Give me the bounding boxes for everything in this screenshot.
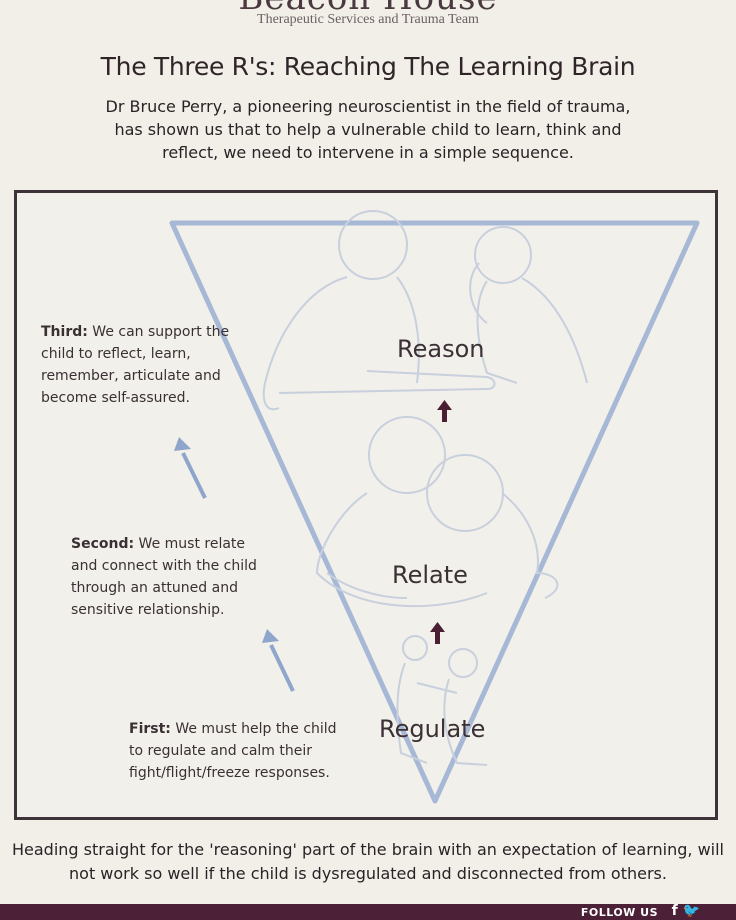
three-rs-diagram bbox=[169, 210, 700, 804]
up-arrow-reason bbox=[437, 400, 452, 422]
note-second-text: We must relate and connect with the chil… bbox=[71, 536, 257, 618]
brain-triangle bbox=[169, 220, 700, 804]
note-third-label: Third: bbox=[41, 324, 88, 340]
note-first-label: First: bbox=[129, 721, 171, 737]
diagram-panel: Reason Relate Regulate Third: We can sup… bbox=[14, 190, 718, 820]
stage-regulate-label: Regulate bbox=[379, 715, 486, 743]
note-third: Third: We can support the child to refle… bbox=[41, 321, 231, 409]
note-first-text: We must help the child to regulate and c… bbox=[129, 721, 337, 781]
regulate-figures-illustration bbox=[396, 635, 488, 766]
follow-us-label: FOLLOW US bbox=[580, 906, 658, 919]
side-arrow-lower bbox=[262, 629, 295, 692]
note-first: First: We must help the child to regulat… bbox=[129, 718, 344, 784]
note-second: Second: We must relate and connect with … bbox=[71, 533, 271, 621]
bottom-bar bbox=[0, 904, 736, 920]
side-arrow-upper bbox=[174, 437, 207, 499]
intro-text: Dr Bruce Perry, a pioneering neuroscient… bbox=[105, 97, 631, 162]
footer-text: Heading straight for the 'reasoning' par… bbox=[12, 840, 724, 883]
relate-figures-illustration bbox=[315, 416, 559, 608]
note-third-text: We can support the child to reflect, lea… bbox=[41, 324, 230, 406]
up-arrow-relate bbox=[430, 622, 445, 644]
social-icons[interactable]: f 🐦 bbox=[671, 903, 700, 919]
page-title: The Three R's: Reaching The Learning Bra… bbox=[100, 52, 636, 81]
brand-logo: Beacon House bbox=[0, 0, 736, 18]
stage-relate-label: Relate bbox=[392, 561, 468, 589]
brand-subtitle: Therapeutic Services and Trauma Team bbox=[257, 12, 479, 27]
note-second-label: Second: bbox=[71, 536, 135, 552]
reason-figures-illustration bbox=[262, 210, 588, 411]
stage-reason-label: Reason bbox=[397, 335, 485, 363]
